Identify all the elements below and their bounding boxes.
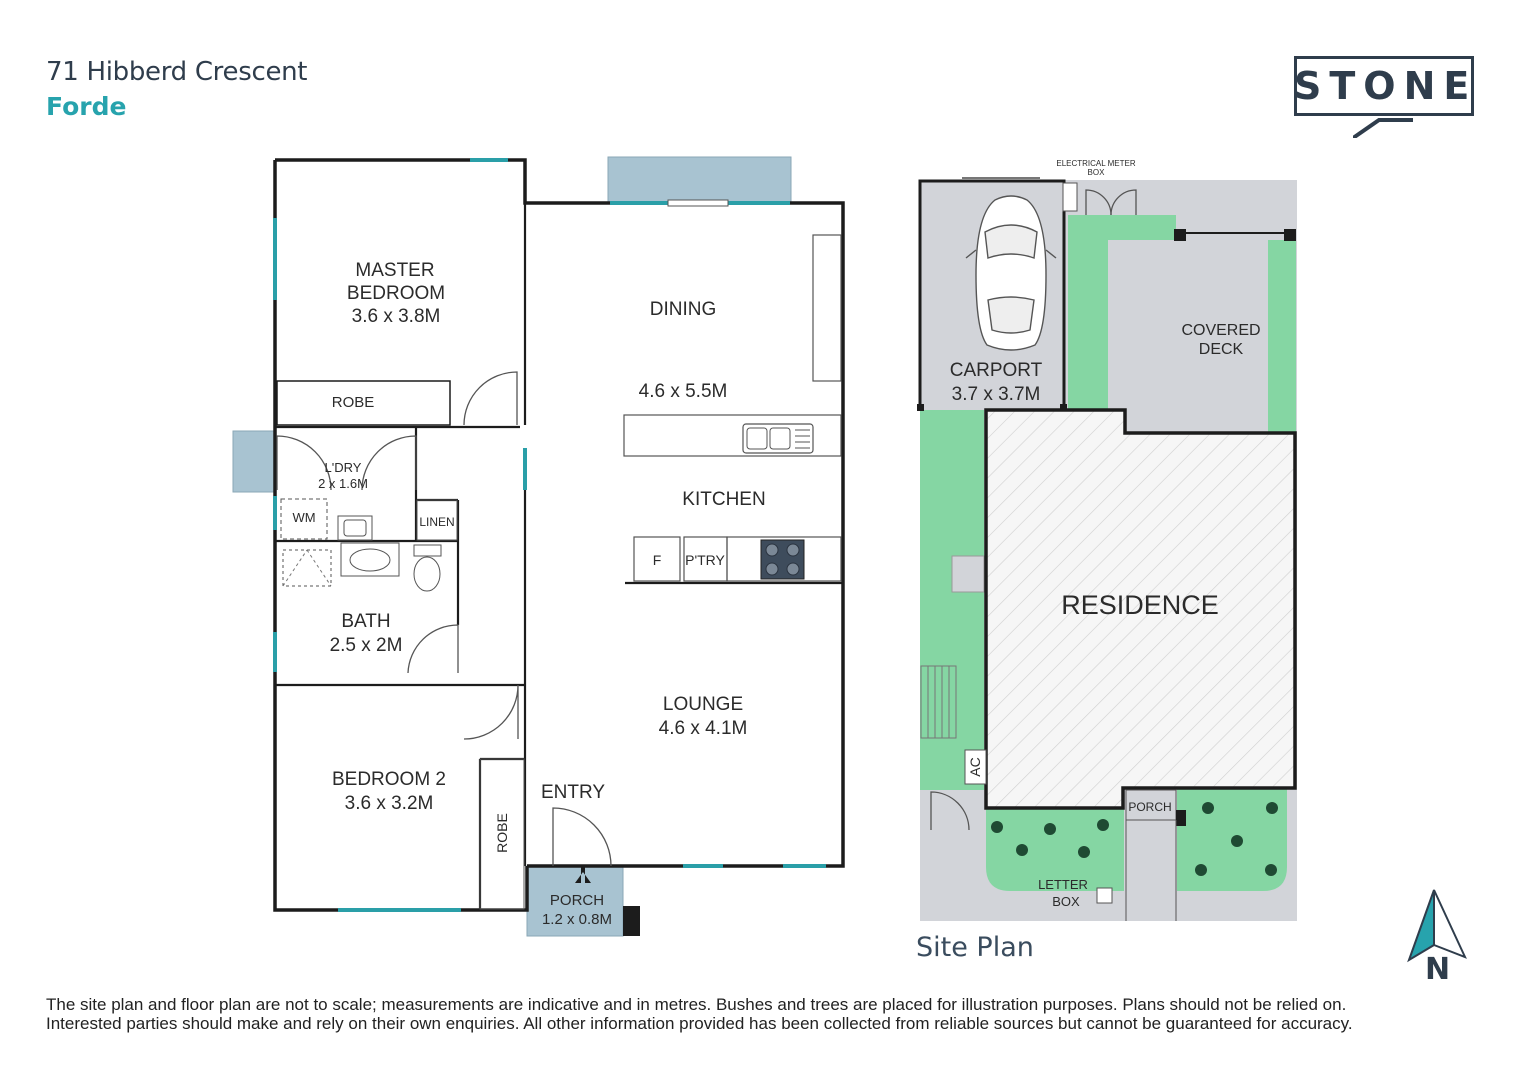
dining-sideboard: [812, 234, 842, 382]
disclaimer-line-2: Interested parties should make and rely …: [46, 1014, 1353, 1033]
pantry: [683, 536, 728, 582]
deck-post-left: [1174, 229, 1186, 241]
entry-label: ENTRY: [541, 782, 605, 803]
residence-footprint: [984, 408, 1297, 810]
ac-label: AC: [967, 757, 983, 776]
master-bedroom-label-2: BEDROOM: [347, 283, 445, 304]
laundry-size: 2 x 1.6M: [318, 476, 368, 491]
garden-right-strip: [1268, 240, 1296, 432]
lounge-label: LOUNGE: [663, 694, 743, 715]
residence-label: RESIDENCE: [1061, 590, 1219, 620]
dining-balcony: [607, 156, 792, 204]
shower-icon: [282, 549, 332, 587]
kitchen-label: KITCHEN: [682, 489, 765, 510]
porch-size: 1.2 x 0.8M: [542, 911, 612, 928]
garden-rear: [1068, 215, 1176, 409]
fridge-space: [633, 536, 681, 582]
letter-box-label-1: LETTER: [1038, 877, 1088, 892]
carport-outline: [918, 179, 1066, 410]
electrical-label-2: BOX: [1088, 168, 1106, 177]
covered-deck-label-2: DECK: [1199, 341, 1244, 358]
site-plan: ELECTRICAL METER BOX CARPORT 3.7 x 3.7M …: [917, 159, 1467, 963]
robe-side-label: ROBE: [494, 813, 510, 853]
master-robe: [276, 380, 451, 426]
dining-label: DINING: [650, 299, 717, 320]
porch-post: [623, 906, 640, 936]
carport-size: 3.7 x 3.7M: [952, 384, 1041, 405]
linen-label: LINEN: [419, 515, 454, 529]
laundry-label: L'DRY: [325, 460, 362, 475]
master-bedroom-size: 3.6 x 3.8M: [352, 306, 441, 327]
north-arrow-icon: [1407, 889, 1467, 963]
disclaimer-line-1: The site plan and floor plan are not to …: [46, 995, 1347, 1014]
master-bedroom-label-1: MASTER: [355, 260, 434, 281]
bath-size: 2.5 x 2M: [330, 635, 403, 656]
robe-top-label: ROBE: [332, 394, 375, 411]
fridge-label: F: [653, 552, 662, 568]
porch-area: [526, 865, 624, 937]
linen-cupboard: [416, 499, 458, 541]
bedroom2-size: 3.6 x 3.2M: [345, 793, 434, 814]
deck-post-right: [1284, 229, 1296, 241]
pantry-label: P'TRY: [685, 552, 725, 568]
letter-box-icon: [1096, 887, 1113, 904]
site-plan-title: Site Plan: [916, 932, 1034, 963]
bedroom2-robe: [479, 758, 525, 910]
property-suburb: Forde: [46, 92, 127, 121]
logo-text: STONE: [1294, 64, 1478, 108]
laundry-exterior-block: [232, 430, 276, 493]
entry-arrow-icon: [575, 866, 591, 883]
ac-unit: [964, 749, 987, 785]
toilet-icon: [413, 544, 442, 557]
doors: [276, 371, 612, 867]
site-porch: [1125, 789, 1177, 821]
carport-label: CARPORT: [950, 360, 1043, 381]
bench-rear: [726, 536, 842, 582]
garden-front-left: [986, 808, 1124, 891]
bedroom2-label: BEDROOM 2: [332, 769, 446, 790]
floor-plan: MASTER BEDROOM 3.6 x 3.8M ROBE L'DRY 2 x…: [232, 156, 845, 937]
dining-size: 4.6 x 5.5M: [639, 381, 728, 402]
north-label: N: [1425, 952, 1451, 987]
lounge-size: 4.6 x 4.1M: [659, 718, 748, 739]
covered-deck-label-1: COVERED: [1181, 322, 1260, 339]
kitchen-sink-icon: [742, 423, 814, 454]
bath-label: BATH: [341, 611, 390, 632]
wm-label: WM: [292, 510, 315, 525]
site-porch-label: PORCH: [1128, 800, 1171, 814]
washing-machine-space: [280, 498, 328, 540]
car-icon: [965, 195, 1057, 351]
side-stairs: [920, 665, 957, 739]
logo-frame: [1294, 56, 1474, 116]
property-address: 71 Hibberd Crescent: [46, 57, 308, 87]
logo-speech-tail-icon: [1353, 118, 1413, 138]
letter-box-label-2: BOX: [1052, 894, 1080, 909]
porch-label: PORCH: [550, 892, 604, 909]
side-step: [951, 555, 985, 593]
electrical-label-1: ELECTRICAL METER: [1056, 159, 1135, 168]
kitchen-island: [623, 414, 842, 457]
bushes: [991, 802, 1278, 876]
disclaimer: The site plan and floor plan are not to …: [46, 995, 1496, 1033]
